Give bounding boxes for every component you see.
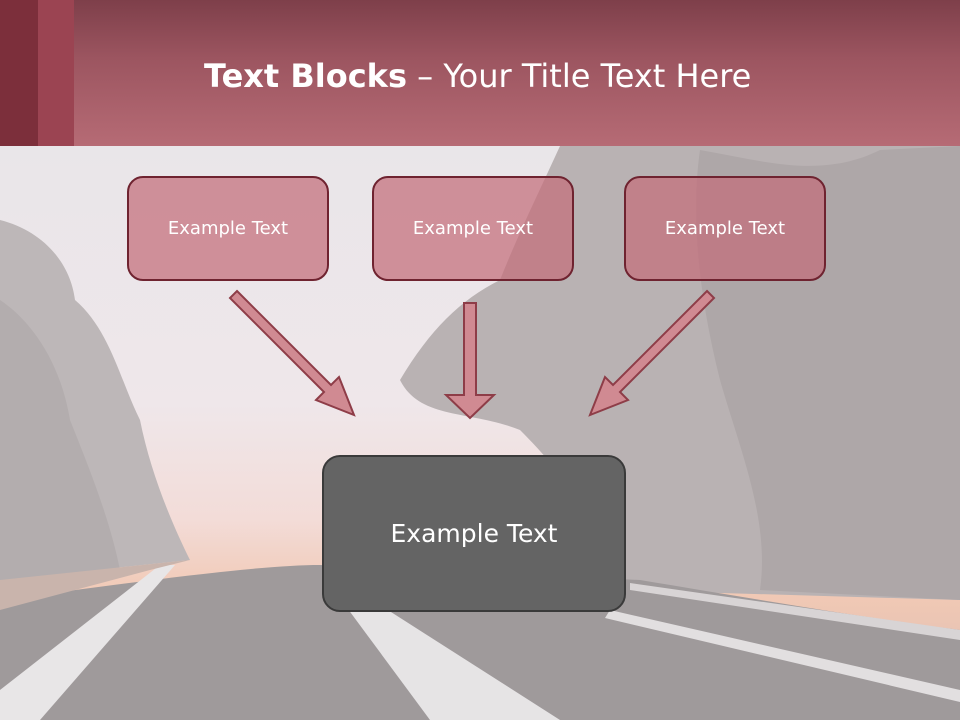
main-text-block[interactable]: Example Text	[322, 455, 626, 612]
arrow-down-icon	[443, 302, 497, 420]
arrow-left-icon	[228, 289, 356, 417]
text-block-2[interactable]: Example Text	[372, 176, 574, 281]
header-bar	[0, 0, 960, 146]
text-block-2-label: Example Text	[412, 218, 534, 239]
arrow-right-icon	[588, 289, 716, 417]
text-block-1-label: Example Text	[167, 218, 289, 239]
text-block-3-label: Example Text	[664, 218, 786, 239]
text-block-3[interactable]: Example Text	[624, 176, 826, 281]
text-block-1[interactable]: Example Text	[127, 176, 329, 281]
header-accent-stripe-light	[38, 0, 74, 146]
header-accent-stripe	[0, 0, 38, 146]
slide-title: Text Blocks – Your Title Text Here	[204, 54, 751, 98]
title-bold-part: Text Blocks	[204, 57, 407, 95]
title-rest-part: – Your Title Text Here	[407, 57, 752, 95]
main-text-block-label: Example Text	[390, 519, 558, 548]
